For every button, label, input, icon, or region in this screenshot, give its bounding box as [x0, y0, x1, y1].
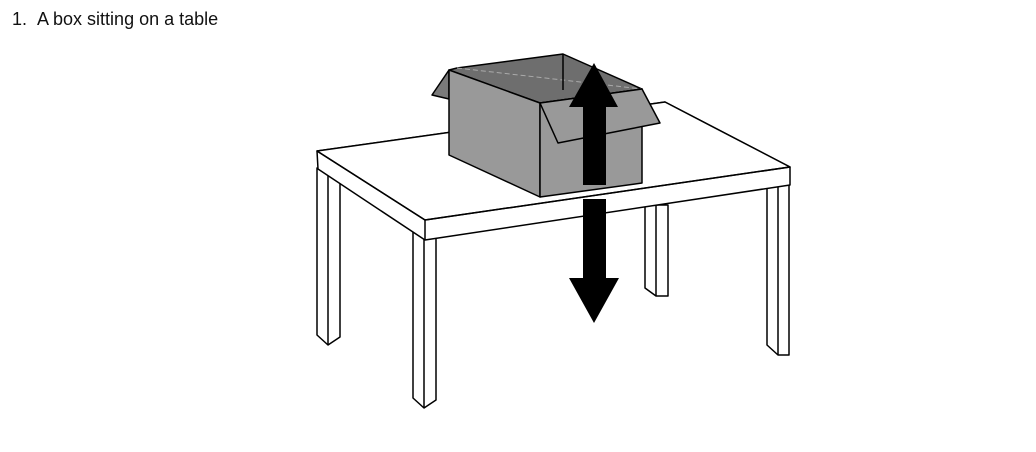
table-leg-back-middle — [644, 204, 669, 297]
arrows — [569, 63, 619, 323]
table-leg-back-right — [766, 184, 790, 356]
table-leg-front-left — [316, 167, 341, 346]
down-arrow — [569, 199, 619, 323]
caption-text: A box sitting on a table — [37, 9, 219, 29]
up-arrow — [569, 63, 618, 185]
box — [431, 53, 661, 198]
table-leg-front — [412, 231, 437, 409]
box-left-flap — [431, 69, 450, 100]
caption-number: 1. — [12, 9, 28, 29]
figure-caption: 1. A box sitting on a table — [12, 9, 218, 30]
